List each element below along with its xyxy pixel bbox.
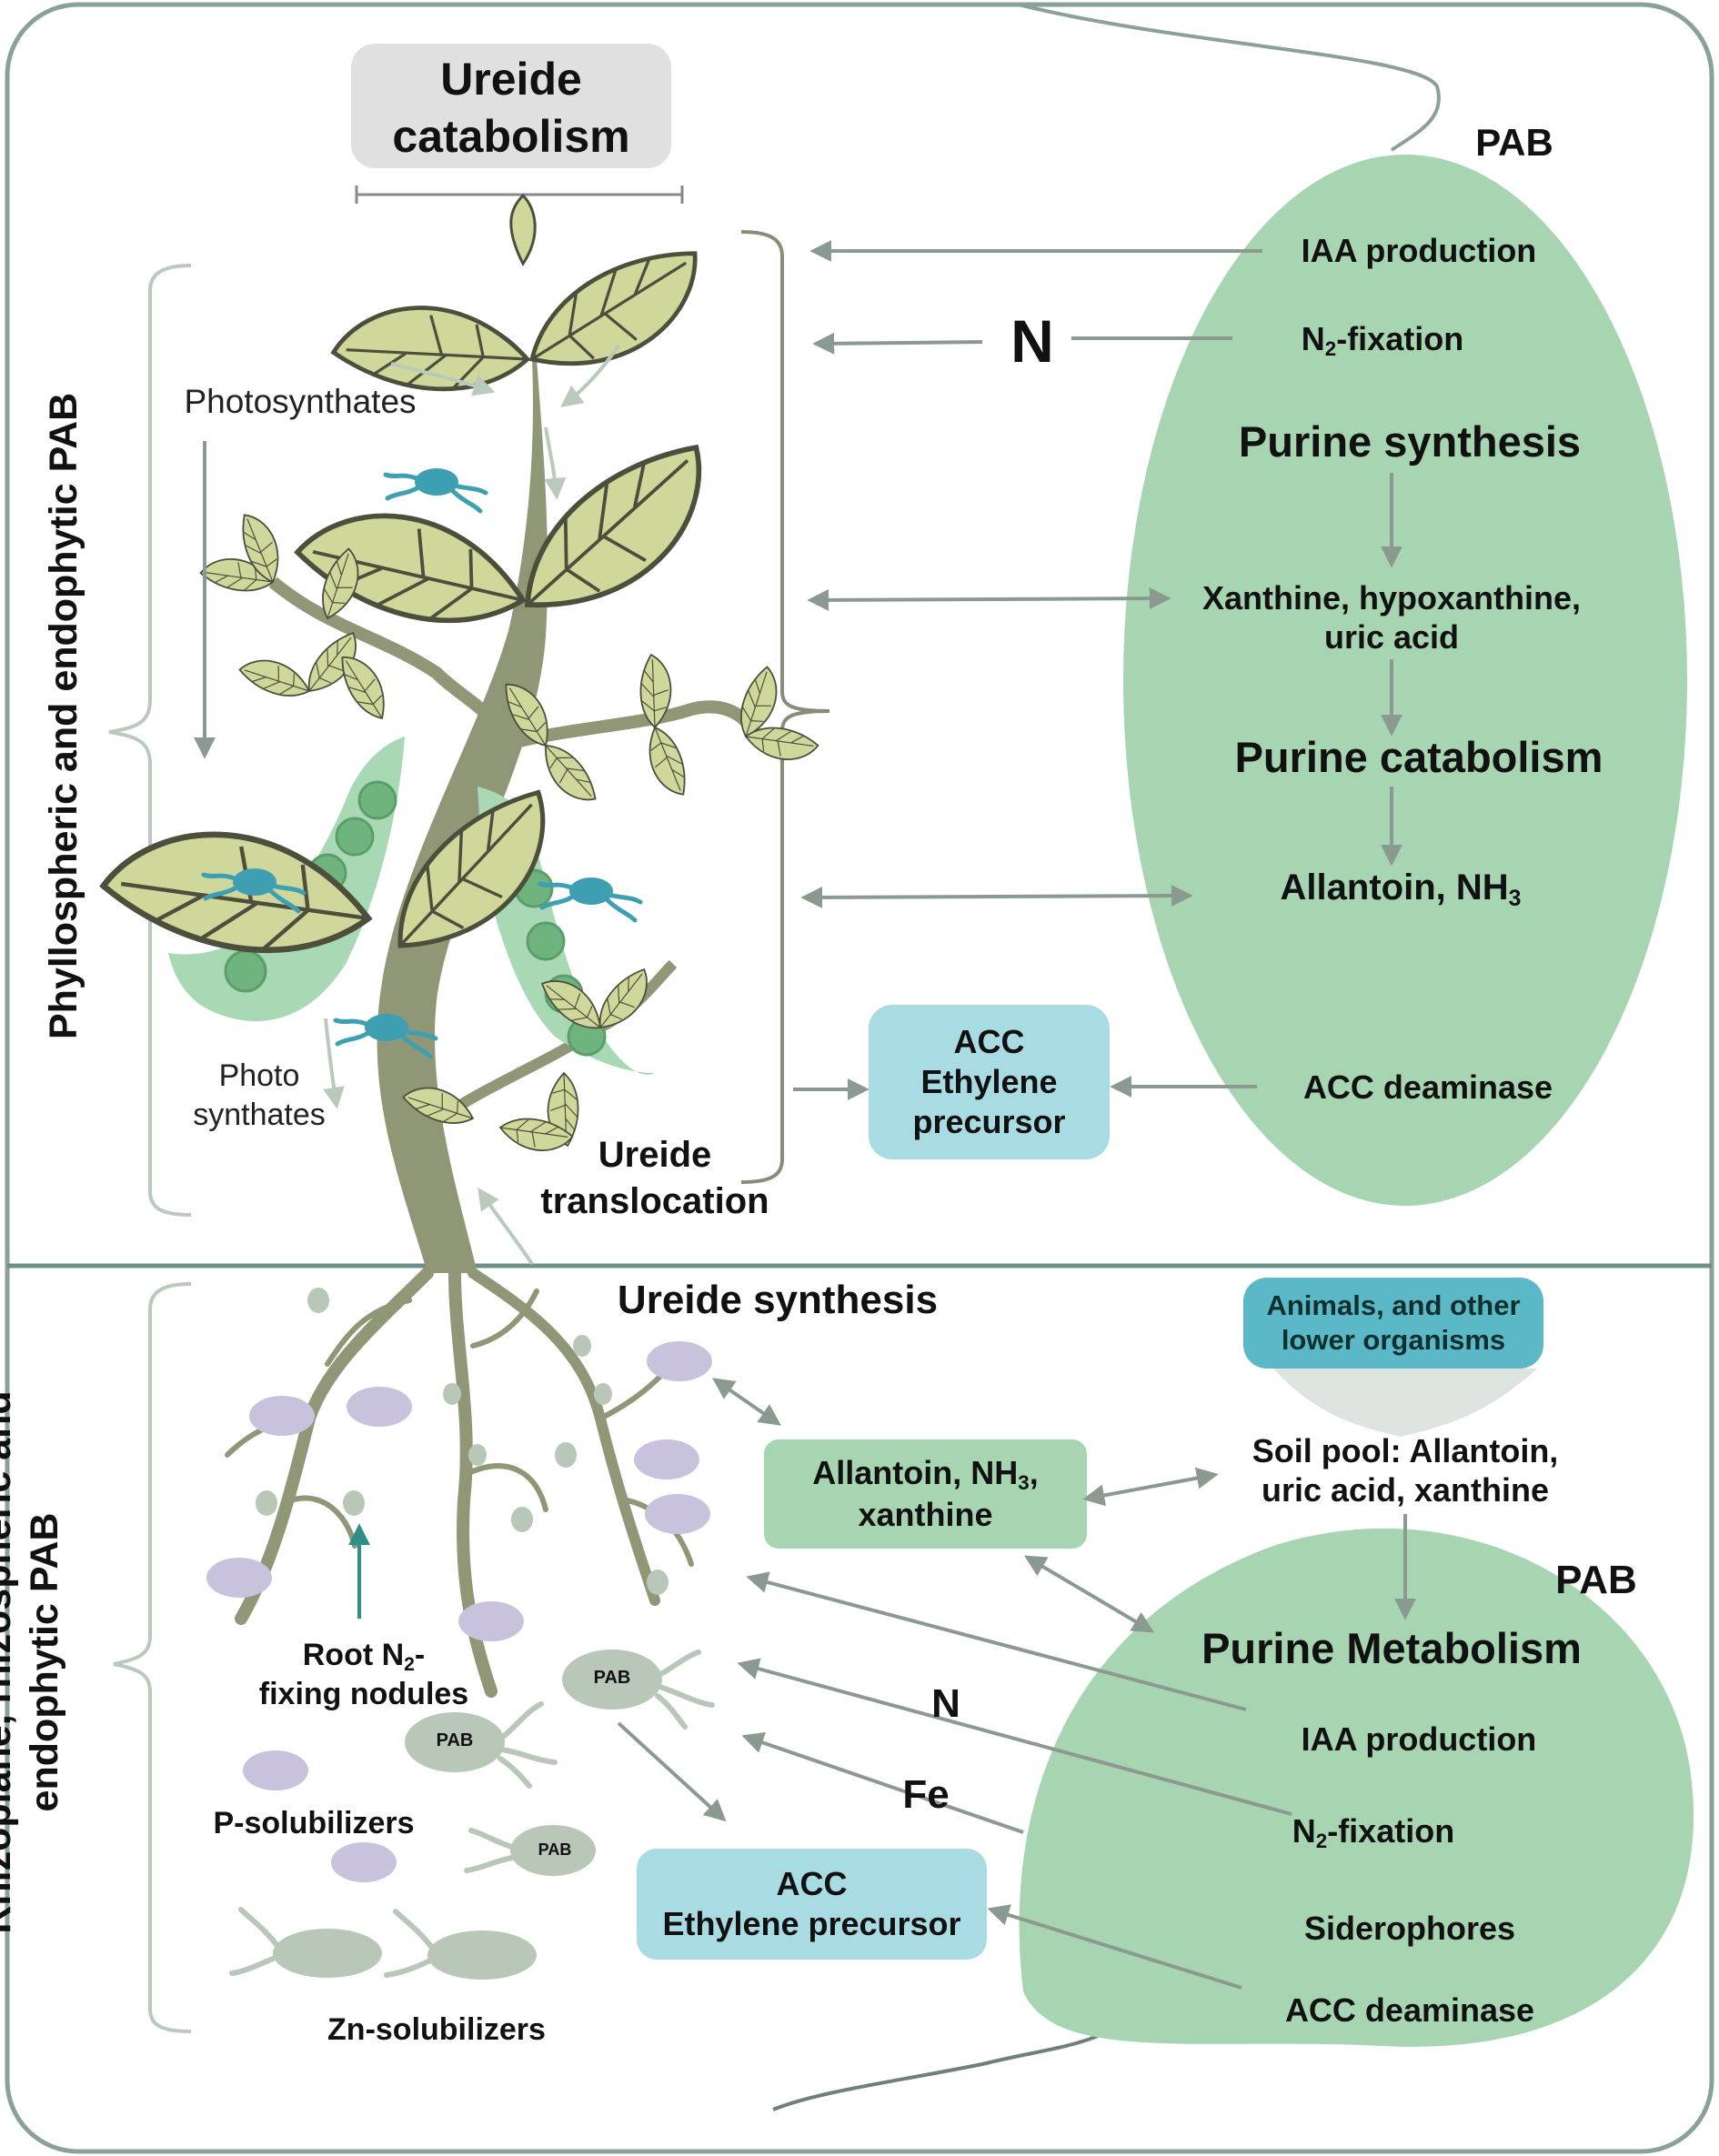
allantoin-box-text: Allantoin, NH3, xanthine xyxy=(764,1439,1087,1549)
pab-cell-1-label: PAB xyxy=(593,1668,631,1688)
ellipse-n2-fixation: N2-fixation xyxy=(1301,320,1464,361)
ellipse-iaa-production: IAA production xyxy=(1301,232,1537,269)
root-nodules-line2: fixing nodules xyxy=(258,1677,469,1711)
top-side-label: Phyllospheric and endophytic PAB xyxy=(42,392,85,1039)
allantoin-box xyxy=(764,1439,1087,1549)
zn-cells xyxy=(229,1907,537,1980)
bottom-n-label: N xyxy=(931,1681,960,1726)
bottom-arrows xyxy=(617,1378,1416,1990)
soil-pool-line2: uric acid, xanthine xyxy=(1261,1471,1550,1509)
ellipse-acc-deaminase: ACC deaminase xyxy=(1302,1068,1553,1106)
ureide-translocation-line2: translocation xyxy=(540,1181,769,1221)
bottom-acc-box xyxy=(637,1849,987,1960)
roots xyxy=(225,1267,694,1698)
catabolism-title-line1: Ureide xyxy=(440,54,582,105)
top-arrows xyxy=(793,240,1402,1100)
zn-solubilizers-label: Zn-solubilizers xyxy=(327,2012,546,2047)
top-pab-ellipse xyxy=(1123,155,1687,1206)
ellipse-xanthine-line1: Xanthine, hypoxanthine, xyxy=(1201,579,1582,617)
outer-frame xyxy=(5,2,1714,2154)
ureide-translocation-line1: Ureide xyxy=(598,1135,712,1175)
pab-cell-3 xyxy=(464,1825,596,1876)
right-top-bracket xyxy=(740,230,830,1184)
pab-cell-2-label: PAB xyxy=(436,1730,474,1750)
ellipse-allantoin: Allantoin, NH3 xyxy=(1280,867,1522,911)
catabolism-title-line2: catabolism xyxy=(392,111,630,162)
pab-cell-1 xyxy=(562,1650,715,1730)
top-acc-line3: precursor xyxy=(912,1102,1066,1140)
photo-synthates-line2: synthates xyxy=(193,1098,326,1132)
ellipse-purine-synthesis: Purine synthesis xyxy=(1238,417,1582,466)
animals-box-text: Animals, and other lower organisms xyxy=(1243,1278,1543,1369)
bottom-acc-line2: Ethylene precursor xyxy=(662,1905,961,1942)
photosynthates-label: Photosynthates xyxy=(184,383,417,420)
bottom-acc-box-text: ACC Ethylene precursor xyxy=(637,1849,987,1960)
allantoin-box-line1: Allantoin, NH3, xyxy=(812,1453,1039,1495)
plant-bacterium-3 xyxy=(540,877,640,920)
pab-cell-3-label: PAB xyxy=(538,1840,572,1859)
bottom-pab-label: PAB xyxy=(1555,1558,1637,1602)
bottom-acc-deaminase: ACC deaminase xyxy=(1284,1991,1535,2029)
bottom-pab-ellipse xyxy=(1019,1528,1694,2047)
branch-left-upper xyxy=(268,577,496,724)
ellipse-xanthine-line2: uric acid xyxy=(1323,618,1460,656)
top-pab-label: PAB xyxy=(1475,121,1553,164)
plant-bacterium-1 xyxy=(386,468,486,511)
bottom-side-line1: Rhizoplane, rhizospheric and xyxy=(0,1390,20,1934)
photo-synthates-line1: Photo xyxy=(218,1058,300,1093)
catabolism-bracket xyxy=(355,186,684,204)
animals-line2: lower organisms xyxy=(1281,1324,1506,1356)
top-acc-line2: Ethylene xyxy=(920,1063,1058,1101)
root-curve-top xyxy=(1018,3,1441,152)
animals-funnel xyxy=(1273,1369,1537,1437)
photosynthate-arrows xyxy=(323,344,620,1266)
purple-cells xyxy=(206,1341,712,1882)
animals-box xyxy=(1243,1278,1543,1369)
p-solubilizers-label: P-solubilizers xyxy=(213,1806,415,1840)
bottom-side-line2: endophytic PAB xyxy=(23,1512,66,1812)
animals-line1: Animals, and other xyxy=(1266,1289,1521,1322)
pod-left xyxy=(168,737,405,1022)
ellipse-purine-catabolism: Purine catabolism xyxy=(1234,733,1603,781)
bottom-iaa-production: IAA production xyxy=(1301,1720,1537,1758)
top-acc-box xyxy=(869,1005,1110,1159)
catabolism-box xyxy=(351,44,671,168)
ureide-synthesis-label: Ureide synthesis xyxy=(617,1278,939,1322)
bottom-acc-line1: ACC xyxy=(776,1865,848,1903)
left-bottom-bracket xyxy=(113,1282,192,2033)
top-leaf-right xyxy=(513,242,719,384)
top-acc-line1: ACC xyxy=(953,1023,1025,1061)
allantoin-box-line2: xanthine xyxy=(858,1496,993,1534)
bottom-siderophores: Siderophores xyxy=(1303,1910,1516,1947)
top-n-label: N xyxy=(1010,307,1054,375)
upper-leaf-left xyxy=(291,477,536,661)
root-nodules xyxy=(256,1288,668,1595)
main-stem xyxy=(377,359,548,1273)
top-acc-box-text: ACC Ethylene precursor xyxy=(869,1005,1110,1159)
bottom-fe-label: Fe xyxy=(902,1772,950,1817)
bottom-side-label: Rhizoplane, rhizospheric and endophytic … xyxy=(0,1390,72,1933)
left-top-bracket xyxy=(108,264,192,1217)
pab-cell-2 xyxy=(405,1701,558,1789)
soil-pool-line1: Soil pool: Allantoin, xyxy=(1252,1432,1559,1469)
bottom-n2-fixation: N2-fixation xyxy=(1292,1812,1455,1853)
purine-metabolism-label: Purine Metabolism xyxy=(1201,1624,1582,1672)
root-nodules-line1: Root N2- xyxy=(302,1638,426,1675)
top-bud xyxy=(509,193,537,266)
